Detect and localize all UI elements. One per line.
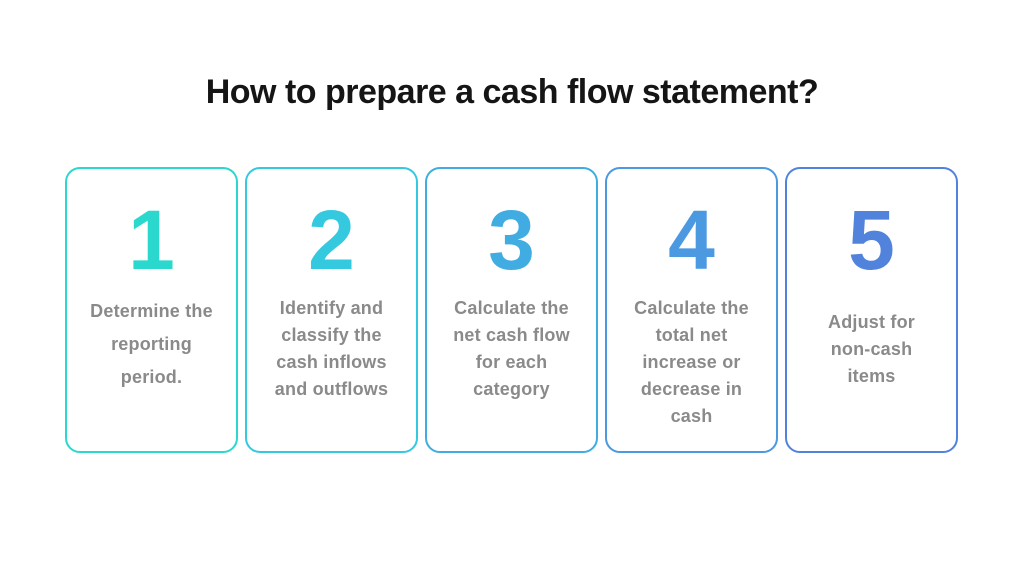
step-card-2: 2 Identify and classify the cash inflows… (245, 167, 418, 453)
step-description-line: classify the (281, 325, 382, 345)
step-card-3: 3 Calculate the net cash flow for each c… (425, 167, 598, 453)
step-description-line: Calculate the (454, 298, 569, 318)
step-description-line: Calculate the (634, 298, 749, 318)
step-number-1: 1 (128, 193, 175, 287)
step-card-4: 4 Calculate the total net increase or de… (605, 167, 778, 453)
step-description-line: cash (670, 406, 713, 426)
step-number-5: 5 (848, 193, 895, 287)
step-description-line: reporting (111, 334, 192, 354)
step-description-line: increase or (642, 352, 741, 372)
step-description-line: period. (120, 367, 183, 387)
step-description-5: Adjust for non-cash items (787, 295, 956, 390)
step-description-line: Determine the (90, 301, 213, 321)
step-description-line: and outflows (274, 379, 389, 399)
step-card-1: 1 Determine the reporting period. (65, 167, 238, 453)
step-number-2: 2 (308, 193, 355, 287)
step-description-2: Identify and classify the cash inflows a… (247, 295, 416, 403)
page-title: How to prepare a cash flow statement? (205, 73, 819, 111)
step-description-line: total net (655, 325, 728, 345)
step-description-3: Calculate the net cash flow for each cat… (427, 295, 596, 403)
step-card-5: 5 Adjust for non-cash items (785, 167, 958, 453)
step-description-line: for each (475, 352, 548, 372)
step-description-line: category (473, 379, 550, 399)
step-description-line: Identify and (279, 298, 384, 318)
step-description-line: non-cash (830, 339, 913, 359)
step-number-4: 4 (668, 193, 715, 287)
step-description-line: decrease in (640, 379, 743, 399)
step-description-4: Calculate the total net increase or decr… (607, 295, 776, 430)
step-description-line: items (847, 366, 896, 386)
steps-row: 1 Determine the reporting period. 2 Iden… (65, 167, 958, 453)
step-description-line: net cash flow (453, 325, 570, 345)
step-description-line: Adjust for (828, 312, 915, 332)
step-number-3: 3 (488, 193, 535, 287)
step-description-1: Determine the reporting period. (67, 295, 236, 394)
step-description-line: cash inflows (276, 352, 387, 372)
